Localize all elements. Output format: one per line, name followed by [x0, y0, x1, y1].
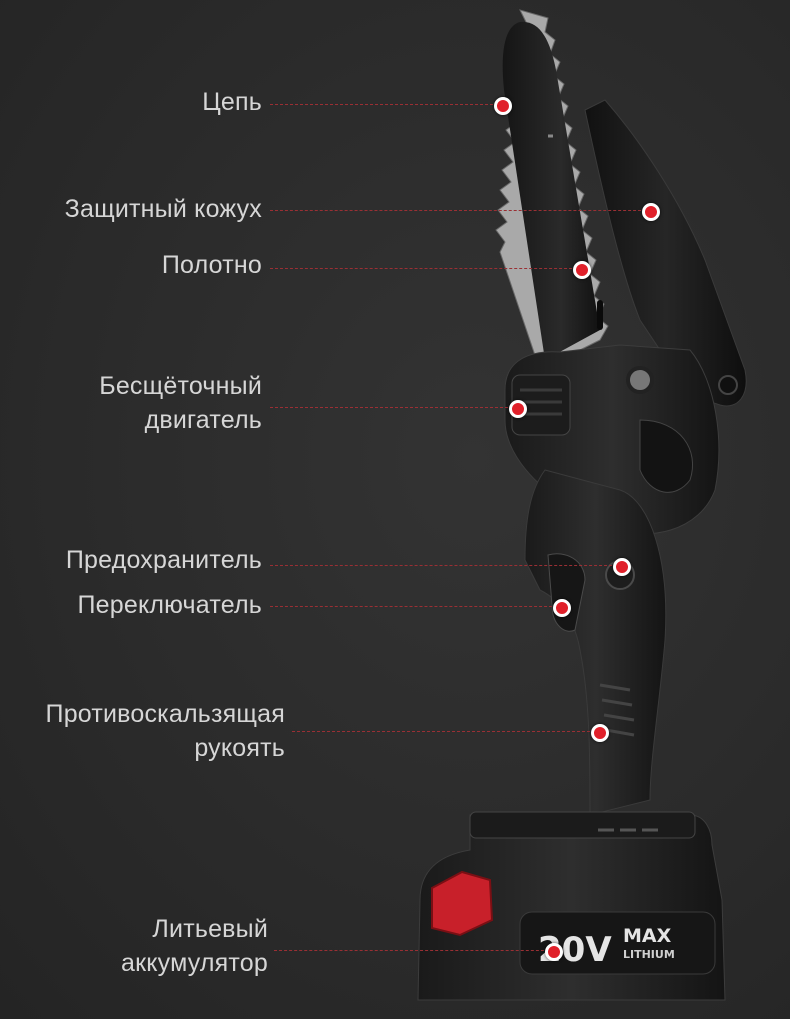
leader-grip — [292, 731, 600, 732]
marker-motor — [509, 400, 527, 418]
label-blade: Полотно — [161, 251, 262, 279]
battery-max-print: MAX — [623, 925, 672, 947]
label-switch: Переключатель — [77, 591, 262, 619]
marker-grip — [591, 724, 609, 742]
leader-safety — [270, 565, 622, 566]
battery-lithium-print: LITHIUM — [623, 948, 675, 961]
leader-motor — [270, 407, 518, 408]
marker-blade — [573, 261, 591, 279]
marker-guard — [642, 203, 660, 221]
leader-guard — [270, 210, 651, 211]
marker-safety — [613, 558, 631, 576]
label-chain: Цепь — [202, 88, 262, 116]
label-motor: Бесщёточный двигатель — [99, 372, 262, 434]
label-grip: Противоскальзящая рукоять — [45, 700, 285, 762]
marker-switch — [553, 599, 571, 617]
leader-blade — [270, 268, 582, 269]
marker-battery — [545, 943, 563, 961]
leader-switch — [270, 606, 562, 607]
label-battery: Литьевый аккумулятор — [121, 915, 268, 977]
label-guard: Защитный кожух — [64, 195, 262, 223]
leader-battery — [274, 950, 554, 951]
battery-release-button — [431, 870, 494, 937]
marker-chain — [494, 97, 512, 115]
label-safety: Предохранитель — [65, 546, 262, 574]
guard-cover — [584, 99, 747, 407]
handle — [524, 469, 667, 816]
leader-chain — [270, 104, 503, 105]
